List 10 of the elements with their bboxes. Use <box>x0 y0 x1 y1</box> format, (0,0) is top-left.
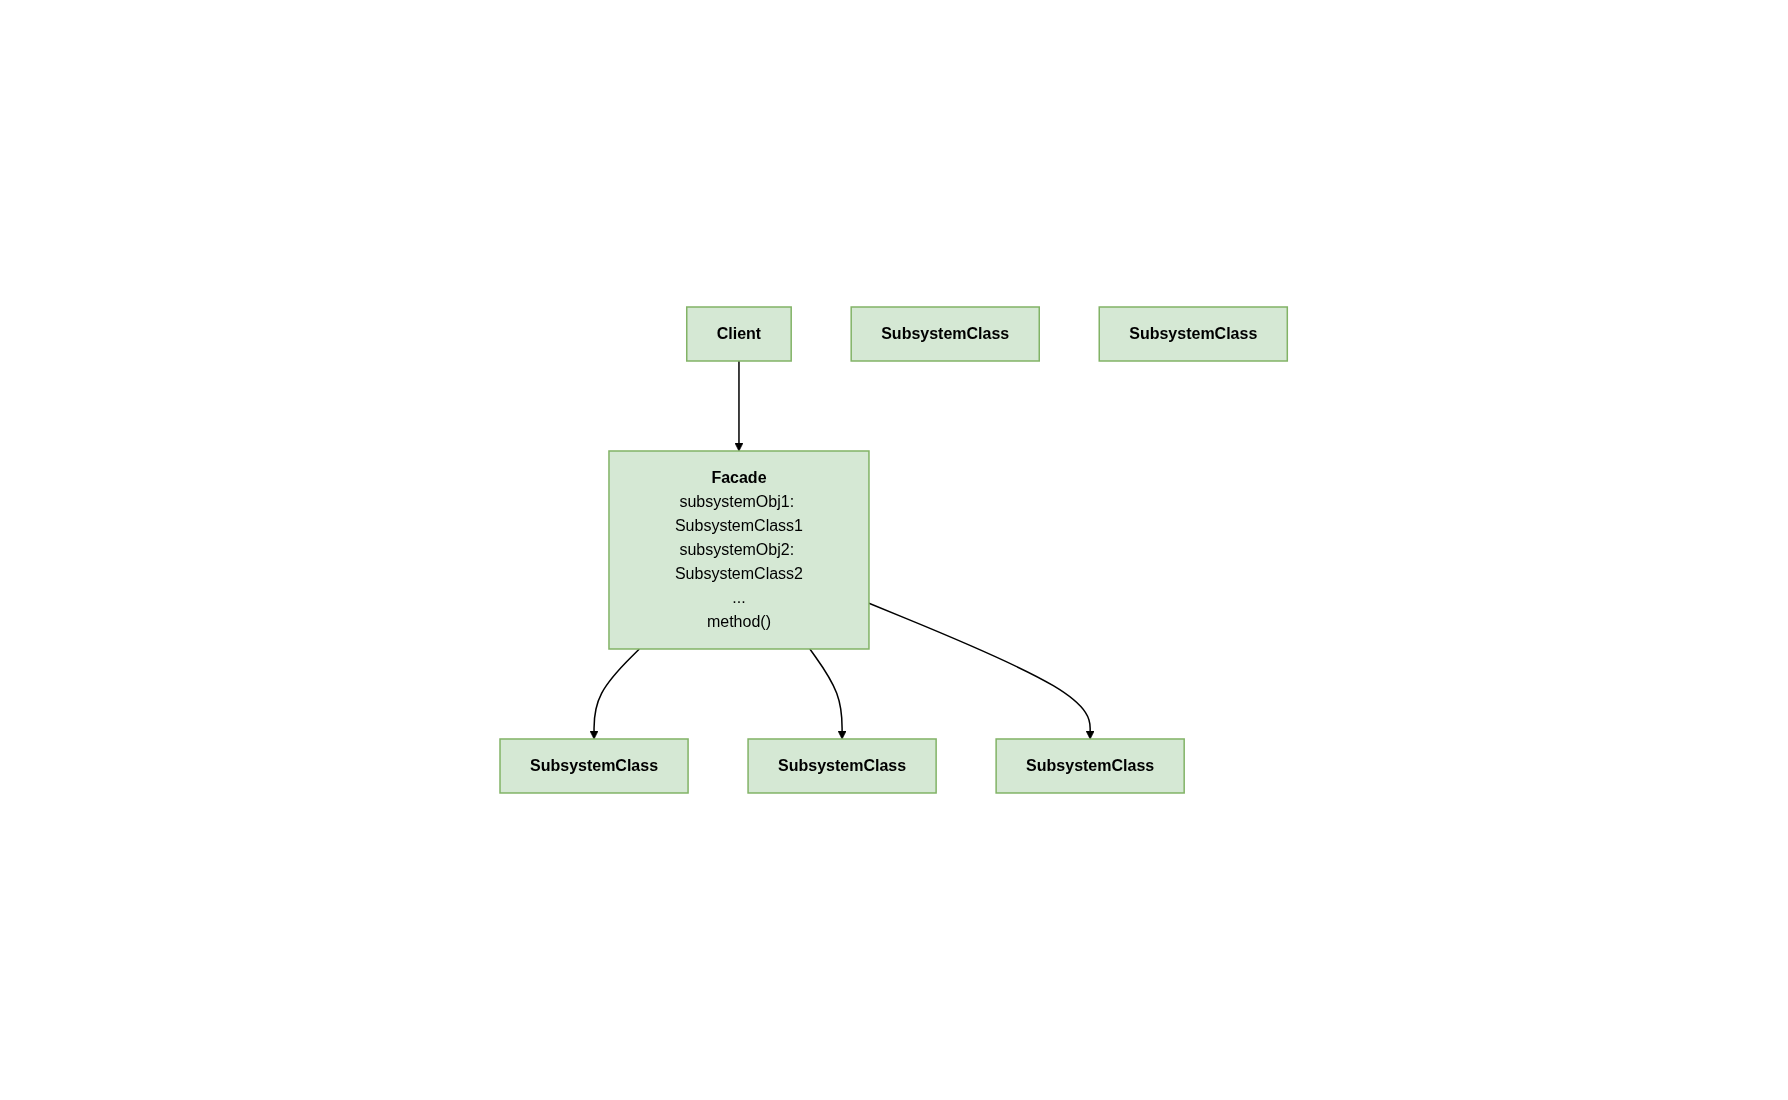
node-box: Client <box>686 306 793 362</box>
arrow <box>809 648 847 740</box>
arrow <box>734 360 744 452</box>
node-box: SubsystemClass <box>995 738 1186 794</box>
node-box: SubsystemClass <box>1098 306 1289 362</box>
node-box: SubsystemClass <box>499 738 690 794</box>
node-box: SubsystemClass <box>850 306 1041 362</box>
node-box: SubsystemClass <box>747 738 938 794</box>
node-box: Facade subsystemObj1: SubsystemClass1 subsystemObj2: SubsystemClass2 ... method() <box>608 450 871 650</box>
arrow <box>590 648 641 740</box>
